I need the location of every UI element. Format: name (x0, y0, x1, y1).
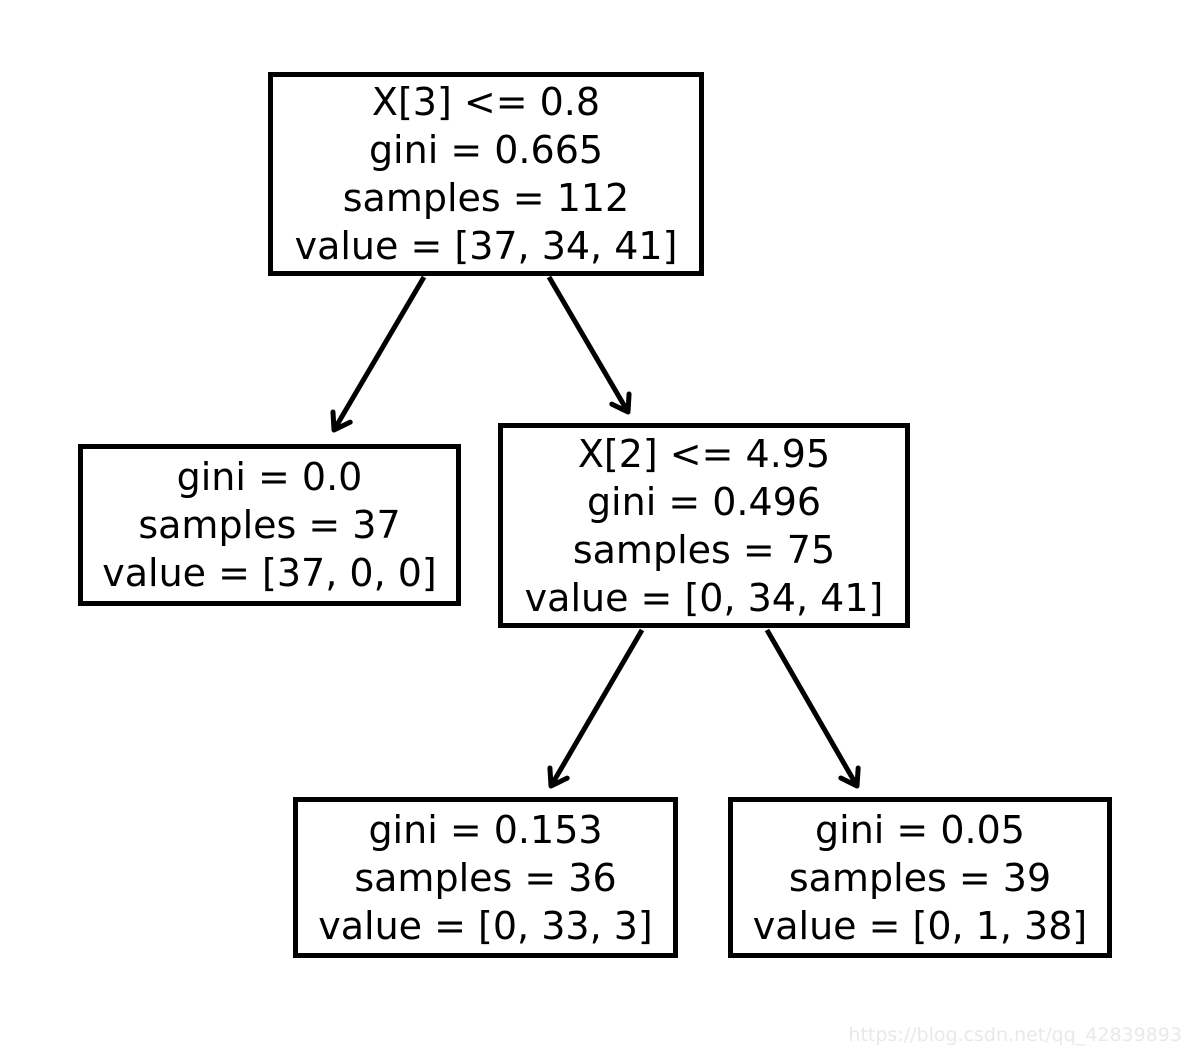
node-gini: gini = 0.496 (586, 479, 822, 524)
node-samples: samples = 39 (788, 855, 1052, 900)
node-gini: gini = 0.153 (368, 807, 603, 852)
node-value: value = [0, 33, 3] (318, 903, 653, 948)
watermark-url: https://blog.csdn.net/qq_42839893 (848, 1024, 1182, 1046)
node-split-condition: X[3] <= 0.8 (371, 80, 601, 124)
node-gini: gini = 0.665 (368, 128, 604, 172)
edge-right-split-to-bottom-right-leaf (764, 628, 861, 789)
edge-right-split-to-bottom-left-leaf (547, 628, 645, 789)
node-value: value = [0, 1, 38] (752, 903, 1088, 948)
edge-root-to-left-leaf (330, 275, 427, 433)
tree-node-left-leaf: gini = 0.0 samples = 37 value = [37, 0, … (78, 444, 461, 606)
tree-node-root: X[3] <= 0.8 gini = 0.665 samples = 112 v… (268, 72, 704, 276)
node-value: value = [0, 34, 41] (524, 575, 884, 620)
node-samples: samples = 75 (572, 527, 836, 572)
node-split-condition: X[2] <= 4.95 (577, 431, 831, 476)
edge-root-to-right-split (546, 275, 632, 415)
node-value: value = [37, 0, 0] (102, 551, 437, 595)
node-samples: samples = 36 (354, 855, 617, 900)
tree-node-bottom-right-leaf: gini = 0.05 samples = 39 value = [0, 1, … (728, 797, 1112, 958)
tree-node-right-split: X[2] <= 4.95 gini = 0.496 samples = 75 v… (498, 423, 910, 628)
node-samples: samples = 112 (342, 176, 630, 220)
node-value: value = [37, 34, 41] (294, 224, 678, 268)
node-gini: gini = 0.05 (815, 807, 1025, 852)
node-gini: gini = 0.0 (176, 455, 363, 499)
node-samples: samples = 37 (138, 503, 401, 547)
tree-node-bottom-left-leaf: gini = 0.153 samples = 36 value = [0, 33… (293, 797, 678, 958)
